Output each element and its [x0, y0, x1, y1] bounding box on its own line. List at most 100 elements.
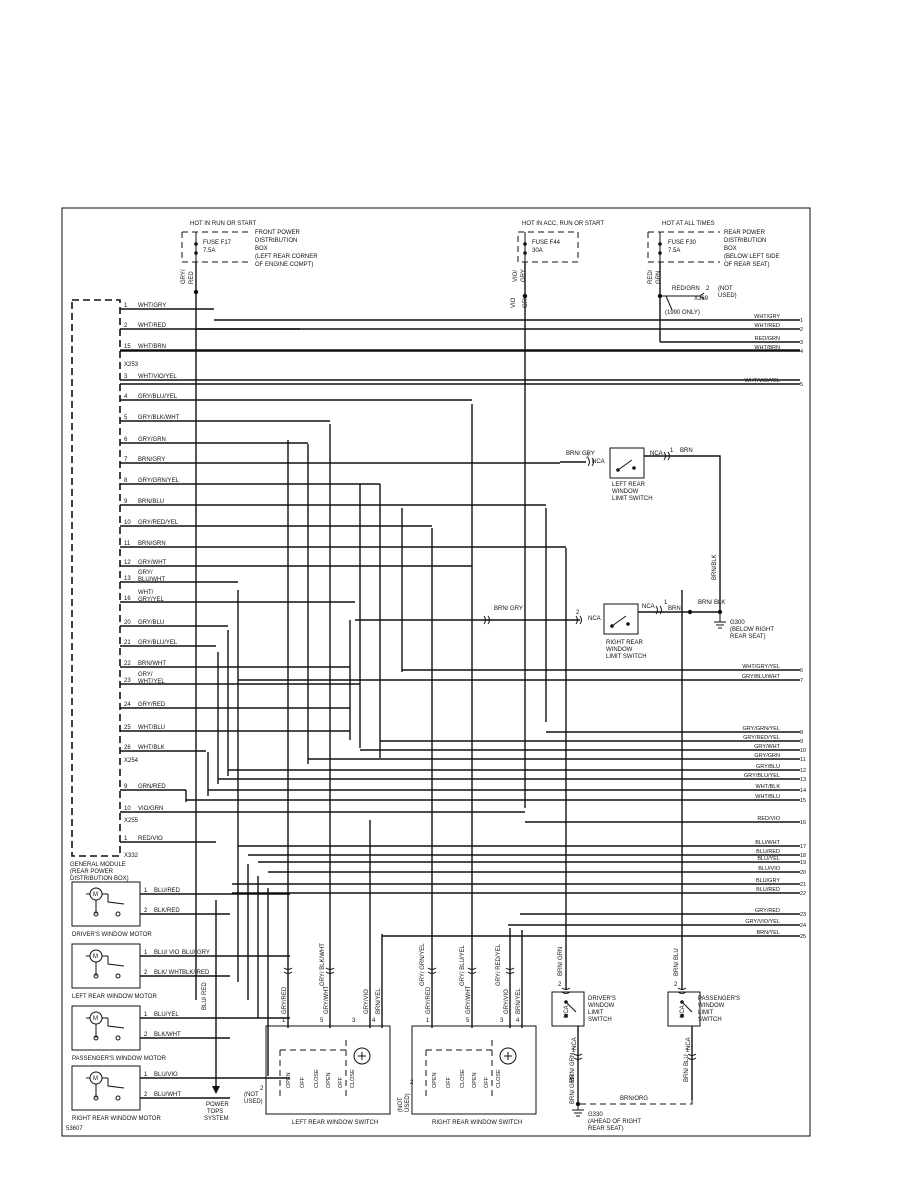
rw-pin-1: 1	[426, 1018, 430, 1024]
module-pin-number: 15	[124, 344, 131, 350]
module-pin-number: 5	[124, 415, 128, 421]
rr-in-label-a: BRN/ GRY	[494, 606, 523, 612]
module-pin-number: 9	[124, 784, 128, 790]
module-pin-number: 26	[124, 745, 131, 751]
module-pin-label: BRN/GRN	[138, 541, 166, 547]
g300-1: G300	[730, 620, 745, 626]
rw-wire-3: GRY/VIO	[504, 989, 510, 1014]
power-tops-3: SYSTEM	[204, 1116, 229, 1122]
rear-box-line-5: OF REAR SEAT)	[724, 262, 770, 268]
harness-ref-number: 7	[800, 678, 803, 684]
rear-box-line-3: BOX	[724, 246, 737, 252]
g300-2: (BELOW RIGHT	[730, 627, 774, 633]
motor-pin: 2	[144, 1092, 148, 1098]
module-pin-label: GRY/BLK/WHT	[138, 415, 180, 421]
module-pin-number: 3	[124, 374, 128, 380]
harness-ref-number: 22	[800, 891, 806, 897]
front-fuse-block: HOT IN RUN OR START FUSE F17 7.5A FRONT …	[181, 221, 318, 268]
motor-pin: 1	[144, 1012, 148, 1018]
harness-wire-label: BRN/YEL	[756, 930, 780, 936]
drivers-limit-switch: BRN/ GRN 2 NCA DRIVER'S WINDOW LIMIT SWI…	[551, 947, 641, 1132]
harness-wire-label: WHT/BRN	[754, 345, 780, 351]
motor-symbol: M	[93, 1076, 98, 1082]
d-pin-bot: 1	[572, 1048, 576, 1054]
motor-pin: 2	[144, 1032, 148, 1038]
motor-pin: 1	[144, 950, 148, 956]
mid-feed-b: GRY	[521, 269, 527, 282]
rw-not-used-2: USED)	[405, 1093, 411, 1112]
harness-wire-label: WHT/GRY/YEL	[742, 664, 780, 670]
harness-wire-label: WHT/BLK	[756, 784, 781, 790]
motor-name: RIGHT REAR WINDOW MOTOR	[72, 1116, 161, 1122]
harness-ref-number: 8	[800, 730, 803, 736]
p-pin-bot: 1	[686, 1048, 690, 1054]
lw-pin-4: 4	[372, 1018, 376, 1024]
module-pin-label: BLU/WHT	[138, 577, 165, 583]
module-pin-label: WHT/YEL	[138, 679, 165, 685]
rw-pin-5: 5	[466, 1018, 470, 1024]
harness-lines	[120, 319, 800, 937]
lw-pin-3: 3	[352, 1018, 356, 1024]
rw-pos-2: OFF	[446, 1076, 452, 1088]
harness-wire-label: GRY/WHT	[754, 744, 781, 750]
lr-out: BRN	[680, 448, 693, 454]
motor-symbol: M	[93, 954, 98, 960]
harness-ref-number: 5	[800, 382, 803, 388]
year-note: (1990 ONLY)	[665, 310, 700, 316]
rr-name-3: LIMIT SWITCH	[606, 654, 647, 660]
module-pin-number: 2	[124, 323, 128, 329]
lw-wire-4: BRN/YEL	[376, 988, 382, 1014]
right-references: WHT/GRY1WHT/RED2RED/GRN3WHT/BRN4WHT/VIO/…	[742, 314, 806, 940]
motor-wire-label: BLU/RED	[154, 888, 181, 894]
lw-pin-5: 5	[320, 1018, 324, 1024]
module-pin-number: 13	[124, 576, 131, 582]
module-pin-label: GRY/BLU/YEL	[138, 394, 178, 400]
harness-ref-number: 20	[800, 870, 806, 876]
module-pin-label: GRY/RED/YEL	[138, 520, 179, 526]
x369-label: X369	[694, 296, 709, 302]
right-upper-2: GRY/ BLU/YEL	[460, 944, 466, 986]
rear-fuse-name: FUSE F30	[668, 240, 697, 246]
harness-ref-number: 4	[800, 349, 803, 355]
module-pin-number: 9	[124, 499, 128, 505]
d-name-1: DRIVER'S	[588, 996, 616, 1002]
harness-ref-number: 3	[800, 340, 803, 346]
module-pin-label: WHT/VIO/YEL	[138, 374, 177, 380]
lw-pin2: 2	[260, 1086, 264, 1092]
module-pin-number: 4	[124, 394, 128, 400]
harness-ref-number: 19	[800, 860, 806, 866]
motor-wire-label: BLU/WHT	[154, 1092, 181, 1098]
harness-wire-label: GRY/BLU	[756, 764, 780, 770]
front-fuse-amps: 7.5A	[203, 248, 215, 254]
motor-name: DRIVER'S WINDOW MOTOR	[72, 932, 152, 938]
module-pin-number: 10	[124, 520, 131, 526]
lw-pos-3: CLOSE	[314, 1069, 320, 1088]
p-name-2: WINDOW	[698, 1003, 725, 1009]
harness-ref-number: 25	[800, 934, 806, 940]
harness-wire-label: GRY/BLU/YEL	[744, 773, 780, 779]
rear-box-line-4: (BELOW LEFT SIDE	[724, 254, 780, 260]
mid-fuse-name: FUSE F44	[532, 240, 561, 246]
left-rear-window-switch: LEFT REAR WINDOW SWITCH GRY/RED GRY/WHT …	[244, 985, 391, 1126]
diagram-frame	[61, 207, 811, 1137]
passengers-limit-switch: BRN/ BLU 2 NCA PASSENGER'S WINDOW LIMIT …	[578, 948, 740, 1105]
lw-not-used-2: USED)	[244, 1099, 263, 1105]
motor-name: PASSENGER'S WINDOW MOTOR	[72, 1056, 167, 1062]
lr-riser-label: BRN/BLK	[712, 554, 718, 580]
rear-feed-b: GRN	[656, 271, 662, 284]
switch-upper-labels: GRY/ BLK/WHT GRY/ GRN/YEL GRY/ BLU/YEL G…	[320, 943, 502, 986]
right-rear-window-switch: RIGHT REAR WINDOW SWITCH GRY/RED GRY/WHT…	[398, 985, 537, 1126]
module-pin-label: WHT/BLK	[138, 745, 165, 751]
lw-not-used-1: (NOT	[244, 1092, 259, 1098]
module-pin-label: BRN/WHT	[138, 661, 166, 667]
lr-pin-out: 1	[670, 448, 674, 454]
d-nca-top: NCA	[564, 1005, 570, 1018]
front-hot-label: HOT IN RUN OR START	[190, 221, 257, 227]
rw-pos-6: CLOSE	[496, 1069, 502, 1088]
motor-symbol: M	[93, 1016, 98, 1022]
d-name-4: SWITCH	[588, 1017, 612, 1023]
lw-pos-4: OPEN	[326, 1072, 332, 1088]
